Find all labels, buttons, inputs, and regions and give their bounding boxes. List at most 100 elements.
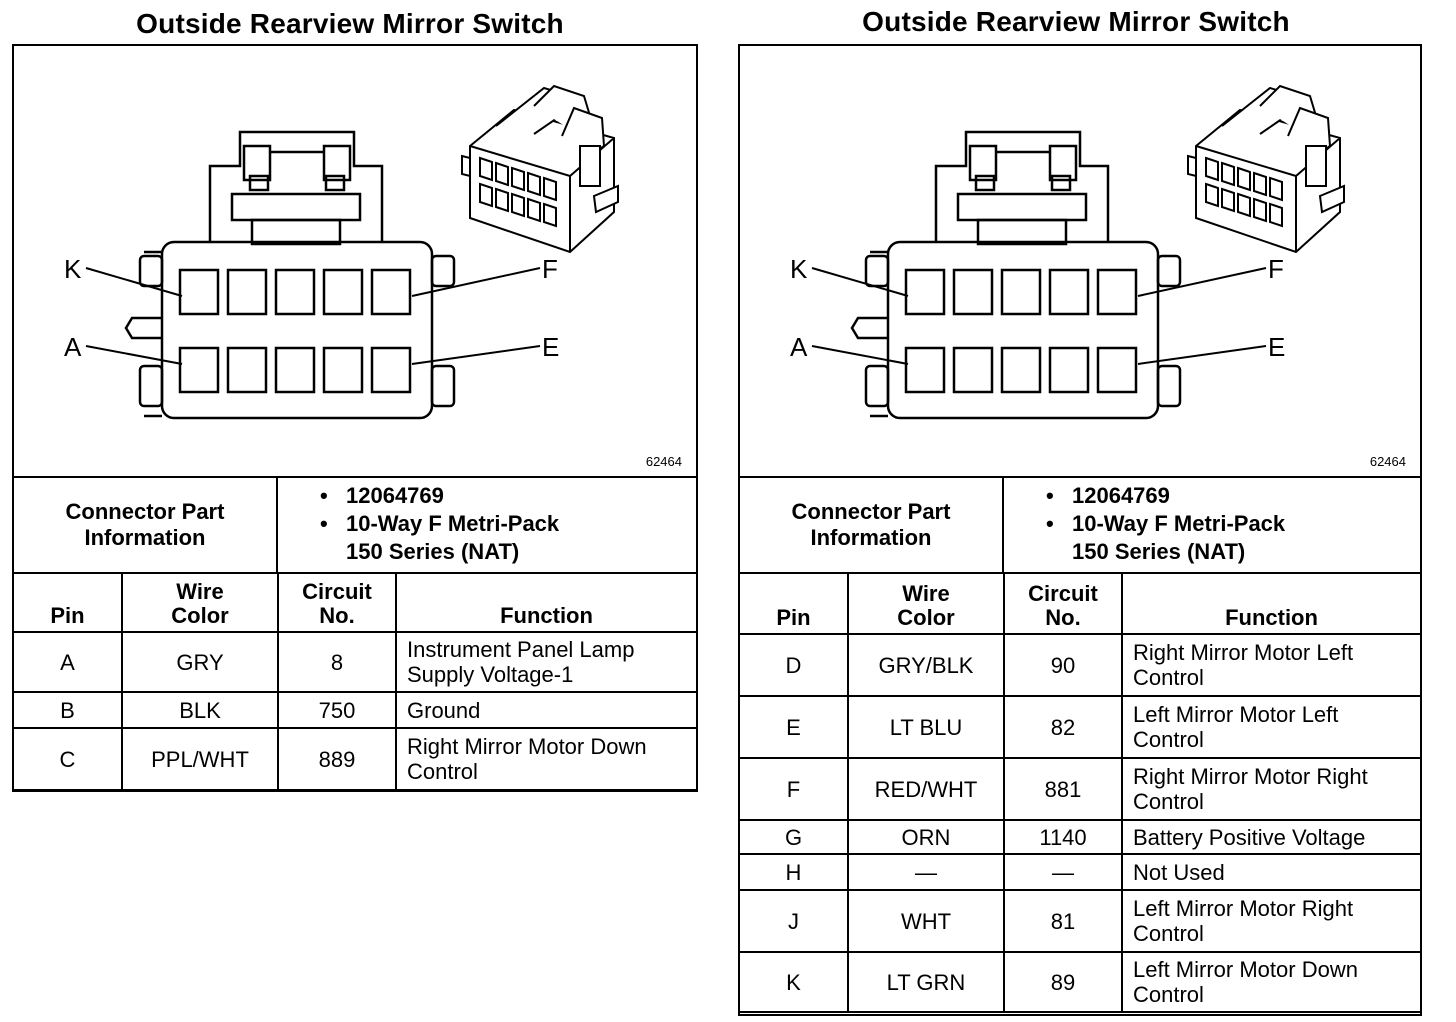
connector-drawing: K A F E (64, 84, 619, 420)
connector-type: 10-Way F Metri-Pack (1072, 511, 1286, 536)
table-row: K LT GRN 89 Left Mirror Motor Down Contr… (740, 951, 1420, 1013)
table-row: F RED/WHT 881 Right Mirror Motor Right C… (740, 757, 1420, 821)
panel-title: Outside Rearview Mirror Switch (136, 8, 564, 39)
pin-cell: J (740, 889, 849, 953)
pinout-table: Pin Wire Color Circuit No. Function A GR… (14, 574, 696, 791)
table-row: A GRY 8 Instrument Panel Lamp Supply Vol… (14, 631, 696, 693)
figure-id: 62464 (645, 454, 682, 469)
cavity-k (178, 268, 220, 316)
pin-label-e: E (542, 332, 559, 362)
pin-label-f: F (542, 254, 558, 284)
cavity-a (904, 346, 946, 394)
pin-cell: B (14, 691, 123, 729)
connector-sheet: K A F E (738, 44, 1422, 1016)
circuit-cell: 90 (1003, 633, 1123, 697)
table-row: B BLK 750 Ground (14, 691, 696, 729)
connector-diagram: K A F E (740, 46, 1420, 478)
circuit-cell: 89 (1003, 951, 1123, 1013)
cavity-a (178, 346, 220, 394)
part-number: 12064769 (346, 483, 444, 508)
connector-3d-view (461, 84, 619, 254)
circuit-cell: 1140 (1003, 819, 1123, 855)
pin-cell: C (14, 727, 123, 791)
cavity-e (370, 346, 412, 394)
header-circuit-no: Circuit No. (277, 574, 397, 633)
connector-series: 150 Series (NAT) (1072, 539, 1246, 564)
pin-cell: H (740, 853, 849, 891)
table-row: C PPL/WHT 889 Right Mirror Motor Down Co… (14, 727, 696, 791)
cavity-k (904, 268, 946, 316)
function-cell: Left Mirror Motor Right Control (1121, 889, 1420, 953)
wire-cell: PPL/WHT (121, 727, 279, 791)
connector-sheet: K A F E (12, 44, 698, 792)
connector-3d-view (1187, 84, 1345, 254)
connector-type: 10-Way F Metri-Pack (346, 511, 560, 536)
function-cell: Right Mirror Motor Left Control (1121, 633, 1420, 697)
function-cell: Battery Positive Voltage (1121, 819, 1420, 855)
wire-cell: GRY (121, 631, 279, 693)
pin-label-k: K (790, 254, 808, 284)
wire-cell: LT BLU (847, 695, 1005, 759)
cavity-f (370, 268, 412, 316)
table-row: D GRY/BLK 90 Right Mirror Motor Left Con… (740, 633, 1420, 697)
table-row: E LT BLU 82 Left Mirror Motor Left Contr… (740, 695, 1420, 759)
connector-diagram: K A F E (14, 46, 696, 478)
pin-label-a: A (790, 332, 808, 362)
figure-id: 62464 (1369, 454, 1406, 469)
pin-label-a: A (64, 332, 82, 362)
table-row: J WHT 81 Left Mirror Motor Right Control (740, 889, 1420, 953)
pin-cavities (178, 268, 412, 394)
function-cell: Left Mirror Motor Left Control (1121, 695, 1420, 759)
connector-part-label: Connector Part Information (14, 478, 278, 572)
function-cell: Right Mirror Motor Right Control (1121, 757, 1420, 821)
pin-label-e: E (1268, 332, 1285, 362)
function-cell: Ground (395, 691, 696, 729)
pin-label-k: K (64, 254, 82, 284)
pin-label-f: F (1268, 254, 1284, 284)
connector-part-info: Connector Part Information •12064769 •10… (740, 478, 1420, 574)
pin-cavities (904, 268, 1138, 394)
cavity-f (1096, 268, 1138, 316)
connector-part-label: Connector Part Information (740, 478, 1004, 572)
pin-cell: E (740, 695, 849, 759)
header-pin: Pin (14, 574, 123, 633)
pin-cell: G (740, 819, 849, 855)
circuit-cell: 81 (1003, 889, 1123, 953)
function-cell: Instrument Panel Lamp Supply Voltage-1 (395, 631, 696, 693)
panel-title: Outside Rearview Mirror Switch (862, 6, 1290, 37)
header-function: Function (1121, 574, 1420, 635)
header-circuit-no: Circuit No. (1003, 574, 1123, 635)
pin-cell: D (740, 633, 849, 697)
connector-drawing: K A F E (790, 84, 1345, 420)
wire-cell: GRY/BLK (847, 633, 1005, 697)
connector-series: 150 Series (NAT) (346, 539, 520, 564)
pin-cell: A (14, 631, 123, 693)
circuit-cell: — (1003, 853, 1123, 891)
pin-cell: K (740, 951, 849, 1013)
wire-cell: BLK (121, 691, 279, 729)
circuit-cell: 8 (277, 631, 397, 693)
part-number: 12064769 (1072, 483, 1170, 508)
wire-cell: WHT (847, 889, 1005, 953)
pin-cell: F (740, 757, 849, 821)
function-cell: Left Mirror Motor Down Control (1121, 951, 1420, 1013)
circuit-cell: 82 (1003, 695, 1123, 759)
part-number-item: •12064769 (320, 483, 444, 508)
pinout-table: Pin Wire Color Circuit No. Function D GR… (740, 574, 1420, 1013)
header-function: Function (395, 574, 696, 633)
wire-cell: ORN (847, 819, 1005, 855)
part-number-item: •12064769 (1046, 483, 1170, 508)
left-panel: Outside Rearview Mirror Switch (12, 0, 698, 800)
right-panel: Outside Rearview Mirror Switch (738, 0, 1422, 1022)
wire-cell: — (847, 853, 1005, 891)
table-row: H — — Not Used (740, 853, 1420, 891)
header-wire-color: Wire Color (121, 574, 279, 633)
circuit-cell: 881 (1003, 757, 1123, 821)
header-pin: Pin (740, 574, 849, 635)
function-cell: Right Mirror Motor Down Control (395, 727, 696, 791)
cavity-e (1096, 346, 1138, 394)
header-wire-color: Wire Color (847, 574, 1005, 635)
